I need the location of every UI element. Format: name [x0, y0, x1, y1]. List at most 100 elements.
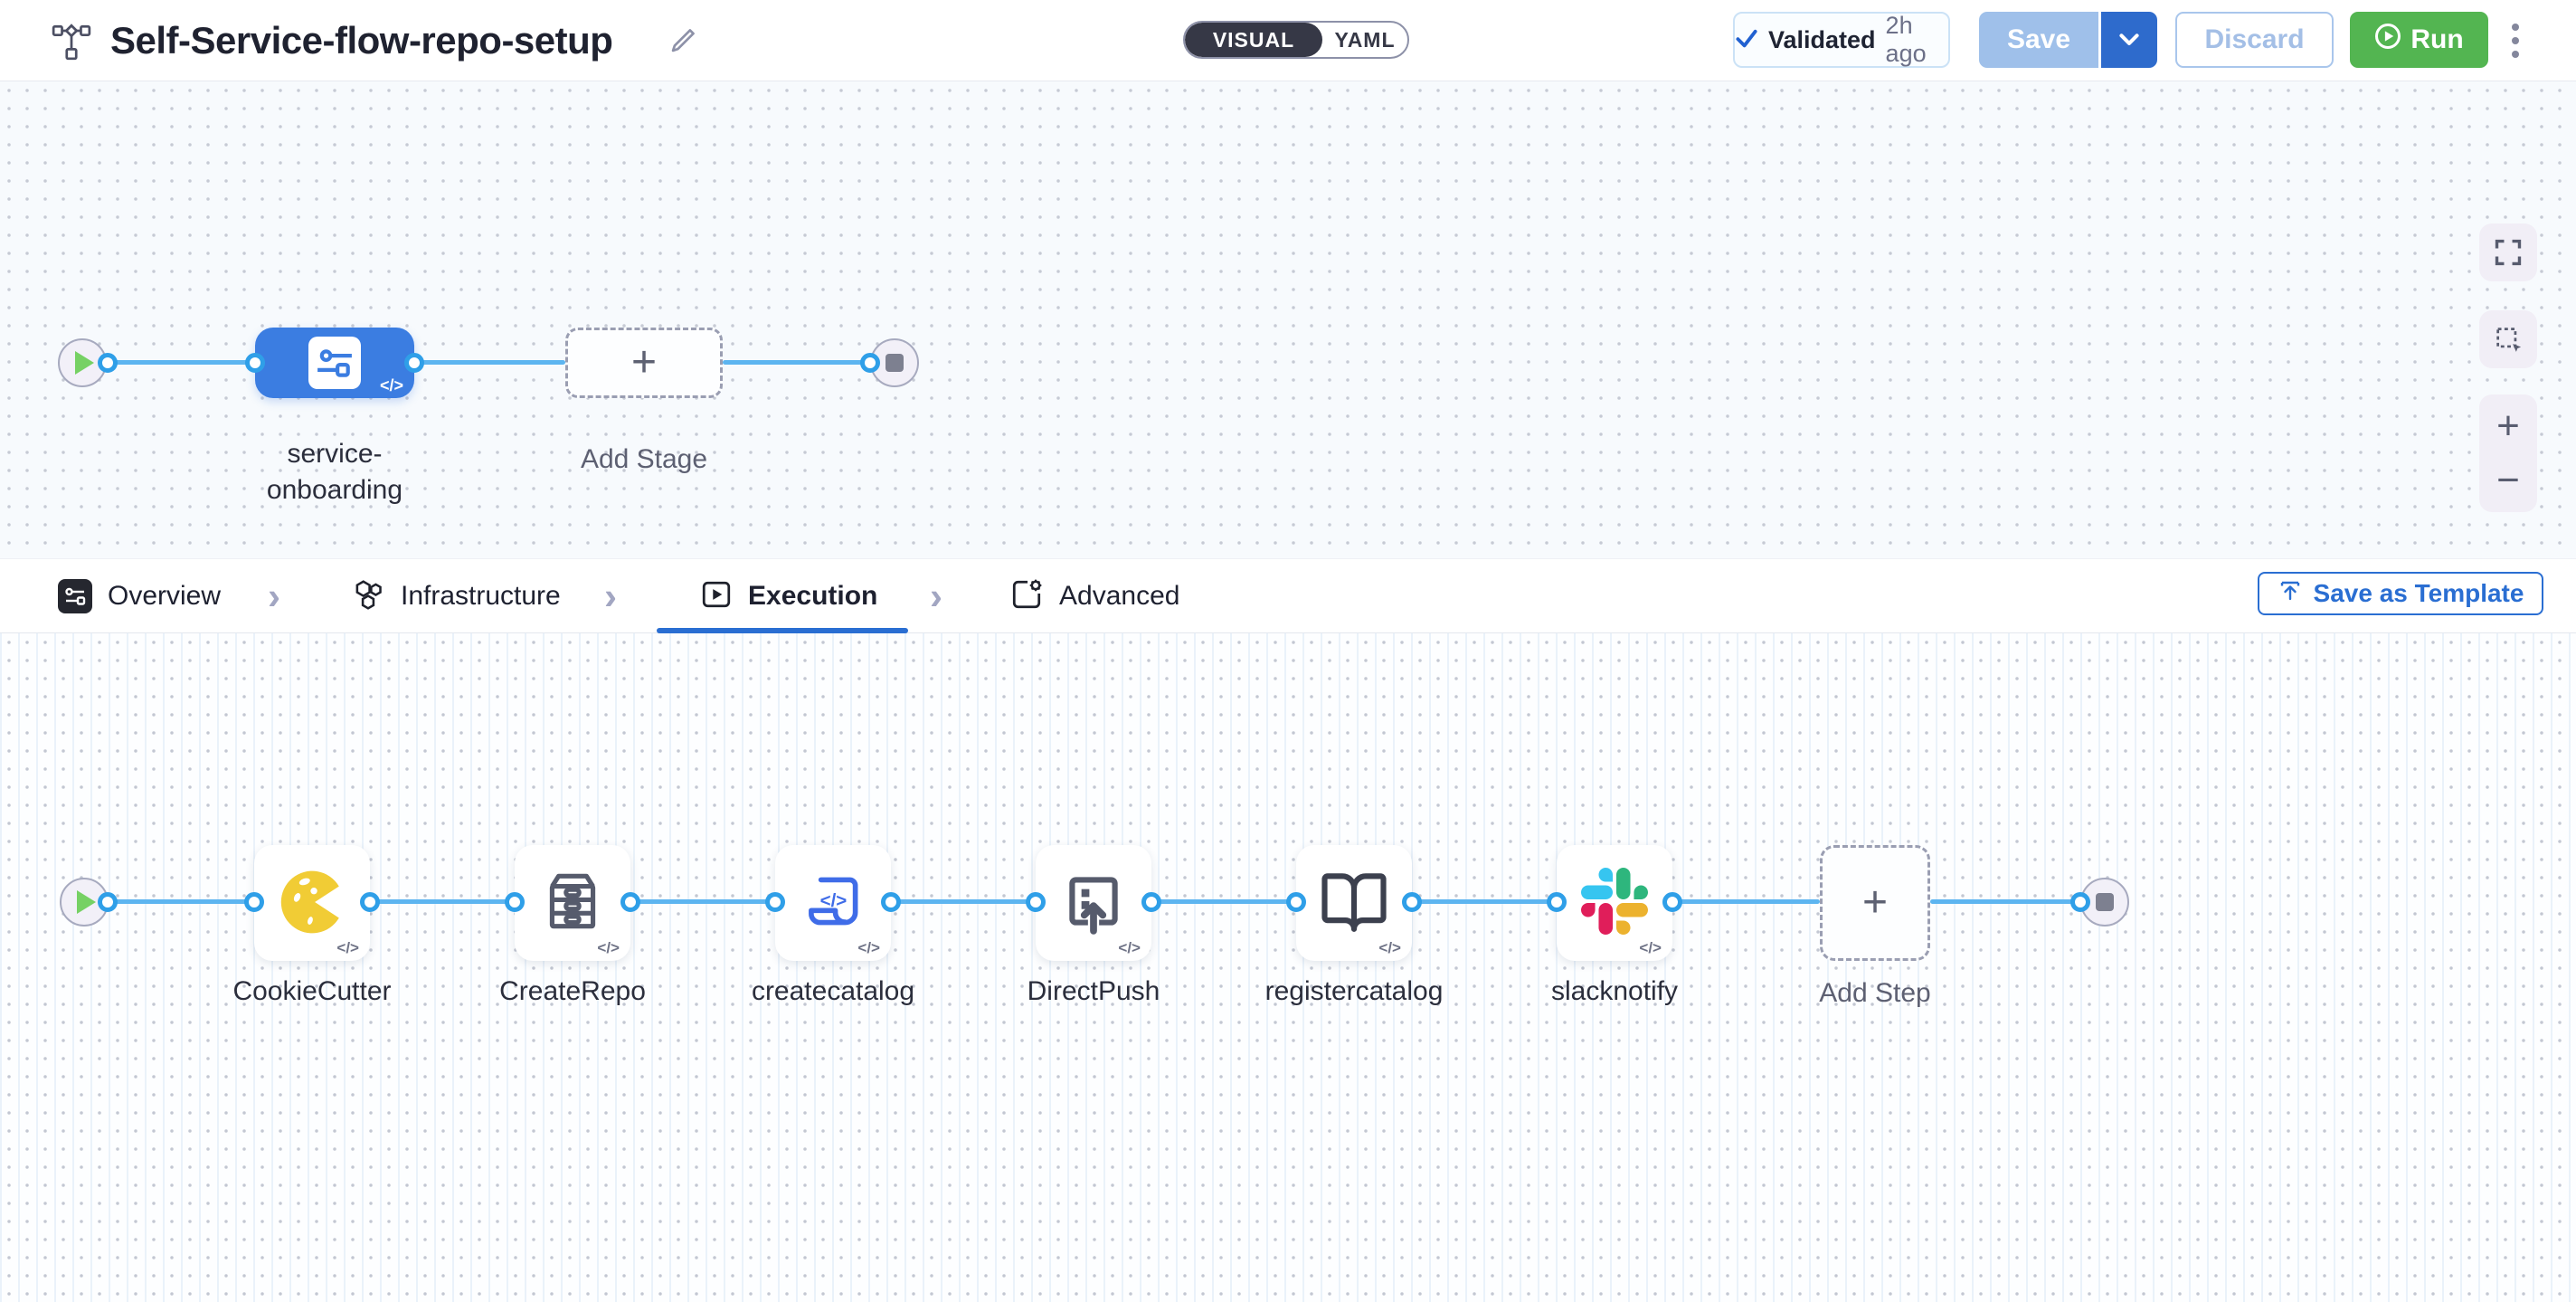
edit-title-pencil-icon[interactable]	[668, 25, 698, 61]
step-node-registercatalog[interactable]: </>	[1296, 845, 1412, 961]
save-options-chevron-down-icon[interactable]	[2101, 12, 2157, 68]
edge	[108, 899, 254, 904]
tab-overview-label: Overview	[108, 581, 222, 611]
step-code-toggle-icon[interactable]: </>	[1639, 939, 1662, 956]
port-stage-out[interactable]	[404, 353, 424, 373]
port-start-out[interactable]	[98, 353, 118, 373]
stage-pipeline-icon	[308, 337, 361, 389]
port[interactable]	[244, 892, 264, 912]
execution-start-node[interactable]	[60, 878, 109, 927]
open-book-icon	[1319, 866, 1389, 941]
step-code-toggle-icon[interactable]: </>	[1378, 939, 1401, 956]
marquee-select-button[interactable]	[2479, 310, 2537, 368]
port[interactable]	[2070, 892, 2090, 912]
execution-canvas[interactable]: </> </> </>	[0, 633, 2576, 1302]
step-label[interactable]: slacknotify	[1550, 976, 1679, 1006]
slack-icon	[1581, 867, 1648, 939]
add-step-button[interactable]: +	[1820, 845, 1930, 961]
step-node-createcatalog[interactable]: </> </>	[775, 845, 891, 961]
edge-start-to-stage	[108, 360, 256, 365]
step-node-directpush[interactable]: </>	[1036, 845, 1151, 961]
tab-advanced[interactable]: Advanced	[1009, 559, 1179, 633]
port-stage-in[interactable]	[245, 353, 265, 373]
port[interactable]	[1547, 892, 1567, 912]
zoom-panel: + −	[2479, 394, 2537, 512]
step-label[interactable]: CookieCutter	[232, 976, 392, 1006]
port[interactable]	[620, 892, 640, 912]
fit-to-screen-button[interactable]	[2479, 223, 2537, 281]
plus-icon: +	[630, 338, 658, 386]
port[interactable]	[765, 892, 785, 912]
edge	[1672, 899, 1820, 904]
save-as-template-button[interactable]: Save as Template	[2258, 572, 2543, 615]
port[interactable]	[1286, 892, 1306, 912]
step-node-createrepo[interactable]: </>	[515, 845, 630, 961]
port-end-in[interactable]	[860, 353, 880, 373]
discard-button[interactable]: Discard	[2175, 12, 2334, 68]
infrastructure-hexagons-icon	[351, 577, 385, 616]
end-stop-icon	[886, 354, 904, 372]
step-label[interactable]: DirectPush	[1027, 976, 1160, 1006]
step-code-toggle-icon[interactable]: </>	[597, 939, 620, 956]
upload-icon	[2278, 578, 2303, 610]
edge	[1930, 899, 2080, 904]
pipeline-flow-icon	[51, 21, 92, 67]
stage-node-service-onboarding[interactable]: </>	[255, 328, 414, 398]
step-code-toggle-icon[interactable]: </>	[857, 939, 880, 956]
port[interactable]	[1141, 892, 1161, 912]
more-options-kebab-icon[interactable]	[2504, 15, 2527, 66]
run-play-icon	[2374, 23, 2401, 57]
stage-code-toggle-icon[interactable]: </>	[379, 376, 403, 394]
toggle-yaml[interactable]: YAML	[1334, 27, 1396, 52]
visual-yaml-toggle: VISUAL YAML	[1183, 21, 1409, 59]
step-node-cookiecutter[interactable]: </>	[254, 845, 370, 961]
stage-name-label[interactable]: service-onboarding	[266, 439, 403, 505]
validated-time: 2h ago	[1885, 12, 1927, 67]
validated-badge[interactable]: Validated 2h ago	[1733, 12, 1950, 68]
step-node-slacknotify[interactable]: </>	[1557, 845, 1672, 961]
code-scroll-icon: </>	[798, 866, 868, 941]
run-button[interactable]: Run	[2350, 12, 2488, 68]
zoom-out-button[interactable]: −	[2479, 454, 2537, 507]
tab-overview[interactable]: Overview	[58, 559, 221, 633]
step-code-toggle-icon[interactable]: </>	[336, 939, 359, 956]
start-play-icon	[75, 351, 94, 375]
port[interactable]	[1402, 892, 1422, 912]
port[interactable]	[1662, 892, 1682, 912]
port[interactable]	[98, 892, 118, 912]
port[interactable]	[1026, 892, 1046, 912]
tab-infrastructure[interactable]: Infrastructure	[351, 559, 561, 633]
zoom-in-button[interactable]: +	[2479, 400, 2537, 452]
step-label[interactable]: createcatalog	[751, 976, 915, 1006]
toggle-visual[interactable]: VISUAL	[1185, 23, 1322, 57]
svg-text:</>: </>	[820, 890, 848, 911]
run-label: Run	[2410, 24, 2464, 54]
port[interactable]	[881, 892, 901, 912]
step-code-toggle-icon[interactable]: </>	[1118, 939, 1141, 956]
start-play-icon	[77, 890, 96, 914]
page-title: Self-Service-flow-repo-setup	[110, 19, 613, 62]
add-stage-button[interactable]: +	[565, 328, 723, 398]
chevron-right-icon: ›	[268, 575, 280, 617]
overview-pipeline-icon	[58, 579, 92, 613]
edge	[630, 899, 775, 904]
tab-infrastructure-label: Infrastructure	[401, 581, 561, 611]
edge	[370, 899, 515, 904]
check-icon	[1735, 27, 1758, 53]
edge	[1151, 899, 1296, 904]
end-stop-icon	[2096, 893, 2114, 911]
stage-canvas[interactable]: </> + service-onboarding Add Stage	[0, 81, 2576, 558]
execution-play-icon	[700, 578, 733, 615]
step-label[interactable]: CreateRepo	[499, 976, 646, 1006]
tab-advanced-label: Advanced	[1059, 581, 1180, 611]
header-bar: Self-Service-flow-repo-setup VISUAL YAML…	[0, 0, 2576, 81]
step-label[interactable]: registercatalog	[1264, 976, 1444, 1006]
stage-tabs-bar: Overview › Infrastructure › Execution	[0, 558, 2576, 633]
tab-execution[interactable]: Execution	[700, 559, 877, 633]
cookiecutter-pacman-icon	[277, 866, 347, 941]
port[interactable]	[360, 892, 380, 912]
drawer-cabinet-icon	[537, 866, 608, 941]
chevron-right-icon: ›	[930, 575, 942, 617]
save-button[interactable]: Save	[1979, 12, 2098, 68]
port[interactable]	[505, 892, 525, 912]
